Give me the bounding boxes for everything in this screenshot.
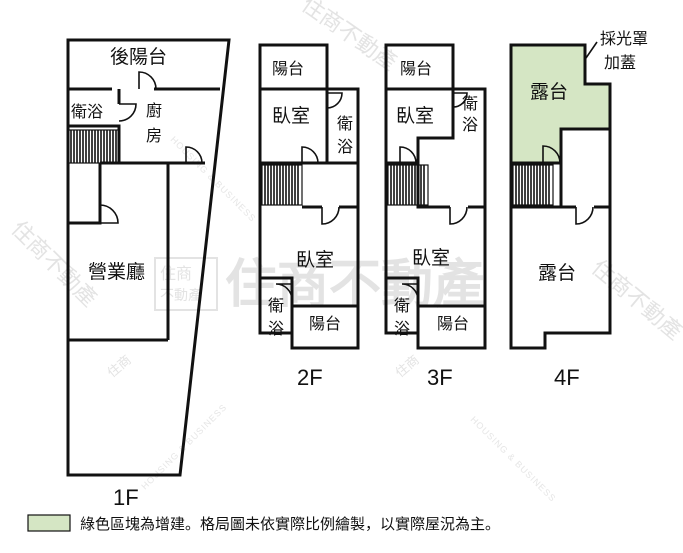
- room-2f-bath-bottom-char-1: 衛: [268, 296, 284, 315]
- room-2f-bath-top-char-2: 浴: [337, 137, 353, 156]
- floor-1f-bathroom-door: [118, 103, 137, 122]
- floor-1f: 後陽台 衛浴 廚 房 營業廳 1F: [66, 38, 231, 510]
- watermark-logo-text-2: 不動產: [160, 287, 202, 304]
- room-3f-bath-top-char-1: 衛: [462, 94, 478, 113]
- room-3f-balcony-top: 陽台: [400, 59, 432, 78]
- floor-2f-bedroom-door-bottom: [321, 206, 340, 225]
- room-3f-bath-top-char-2: 浴: [462, 115, 478, 134]
- watermark-stamp-1: 住商: [105, 353, 135, 381]
- room-2f-balcony-top: 陽台: [272, 59, 304, 78]
- floor-1f-closet-door: [99, 204, 119, 224]
- floor-2f: 陽台 臥室 衛 浴 臥室 衛 浴 陽台 2F: [258, 43, 360, 390]
- floor-4f-addition-wall: [511, 127, 610, 165]
- floor-4f-addition-area: [511, 45, 610, 163]
- floor-2f-stairs: [261, 164, 303, 206]
- floor-2f-bedroom-door-top: [301, 146, 319, 164]
- floor-4f-door-top: [542, 145, 561, 164]
- room-1f-back-balcony: 後陽台: [110, 46, 167, 68]
- room-3f-bath-bottom-char-1: 衛: [394, 296, 410, 315]
- floor-3f-bedroom-door-top: [399, 146, 417, 164]
- label-4f-skylight: 採光罩: [600, 29, 648, 48]
- floor-2f-bath-door-top: [326, 92, 343, 109]
- floor-2f-outline: [258, 43, 360, 350]
- floor-1f-outline: [66, 38, 231, 477]
- watermark-logo-frame: [154, 257, 218, 311]
- legend-swatch: [27, 514, 71, 532]
- watermark-logo-text-1: 住商: [160, 264, 192, 283]
- room-3f-bedroom-bottom: 臥室: [412, 247, 450, 269]
- floor-3f-bedroom-door-bottom: [449, 206, 468, 225]
- room-3f-bath-bottom-char-2: 浴: [394, 319, 410, 338]
- floor-label-4f: 4F: [554, 365, 580, 390]
- room-2f-balcony-bottom: 陽台: [309, 314, 341, 333]
- floor-3f-hall-walls: [416, 138, 485, 209]
- floor-4f-outline: [509, 43, 612, 350]
- floor-3f-bath-door-top: [452, 92, 468, 108]
- floor-4f-stairs: [512, 164, 554, 206]
- floor-2f-bath-door-bottom: [275, 283, 293, 301]
- legend: 綠色區塊為增建。格局圖未依實際比例繪製，以實際屋況為主。: [27, 514, 500, 533]
- room-4f-terrace-top: 露台: [530, 81, 568, 103]
- room-1f-kitchen-char-1: 廚: [146, 101, 162, 120]
- floor-label-3f: 3F: [427, 365, 453, 390]
- floor-4f-door-bottom: [575, 206, 594, 225]
- watermark-english-1: HOUSING & BUSINESS: [469, 414, 558, 503]
- floor-1f-closet-wall: [68, 163, 102, 225]
- room-2f-bath-top-char-1: 衛: [337, 114, 353, 133]
- room-1f-business-hall: 營業廳: [88, 261, 145, 283]
- room-3f-bedroom-top: 臥室: [396, 105, 434, 127]
- floor-1f-balcony-door: [138, 71, 157, 90]
- room-1f-kitchen-char-2: 房: [146, 126, 162, 145]
- room-4f-terrace-bottom: 露台: [538, 262, 576, 284]
- floor-2f-hall-walls: [302, 161, 358, 209]
- room-1f-bathroom: 衛浴: [71, 102, 103, 121]
- room-2f-bedroom-bottom: 臥室: [296, 249, 334, 271]
- floor-3f: 陽台 臥室 衛 浴 臥室 衛 浴 陽台 3F: [384, 43, 487, 390]
- watermark-stamp-2: 住商: [393, 353, 423, 381]
- floor-label-2f: 2F: [297, 365, 323, 390]
- label-4f-rooftop-addition: 加蓋: [604, 53, 636, 72]
- floor-1f-kitchen-wall: [100, 161, 170, 340]
- floor-3f-stairs: [387, 164, 429, 206]
- floor-4f: 露台 露台 採光罩 加蓋 4F: [509, 29, 648, 390]
- floor-label-1f: 1F: [113, 485, 139, 510]
- room-3f-balcony-bottom: 陽台: [437, 314, 469, 333]
- floor-1f-stairs: [67, 129, 120, 164]
- watermark-diagonal-3: 住商不動產: [6, 217, 101, 312]
- floor-3f-outline: [384, 43, 487, 350]
- floor-1f-bathroom-wall: [68, 89, 121, 163]
- legend-text: 綠色區塊為增建。格局圖未依實際比例繪製，以實際屋況為主。: [80, 515, 500, 533]
- room-2f-bath-bottom-char-2: 浴: [268, 319, 284, 338]
- floor-3f-bottom-walls: [386, 276, 485, 348]
- room-2f-bedroom-top: 臥室: [272, 105, 310, 127]
- floor-4f-skylight-leader: [585, 41, 598, 59]
- floor-3f-bath-door-bottom: [401, 283, 419, 301]
- floor-1f-kitchen-door: [185, 146, 203, 164]
- floor-2f-bottom-walls: [260, 276, 358, 348]
- floor-4f-hall-walls: [511, 163, 610, 209]
